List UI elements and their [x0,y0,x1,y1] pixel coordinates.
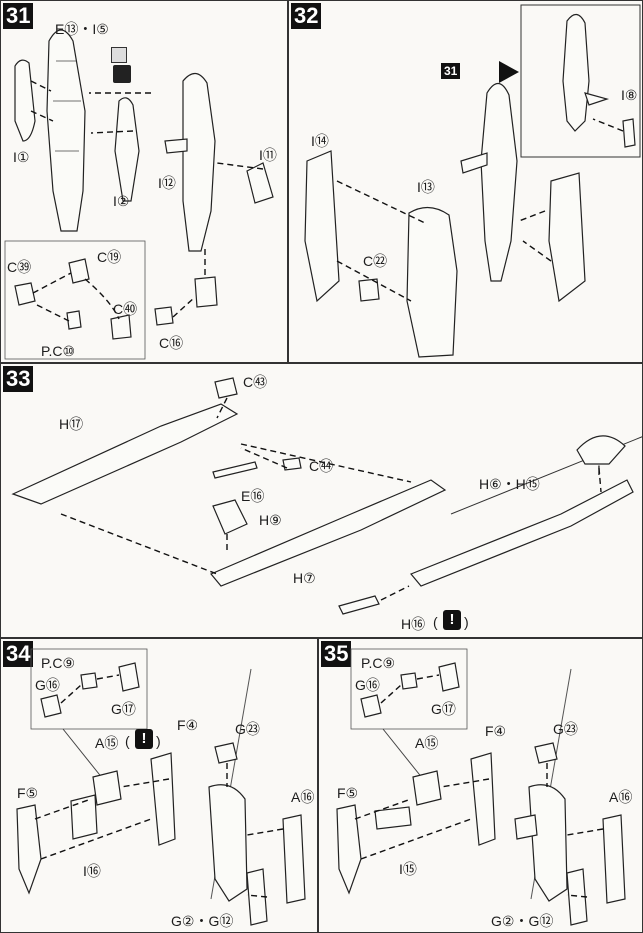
label-g16: G⑯ [35,677,60,693]
label-i1: I① [13,149,30,165]
label-c39: C㊴ [7,259,32,275]
step-number: 32 [291,3,322,29]
label-h17: H⑰ [59,416,84,432]
step-34-drawing [16,648,306,926]
label-h7: H⑦ [293,570,316,586]
step-32-drawing [304,4,641,358]
label-g23: G㉓ [553,721,578,737]
label-e16: E⑯ [241,488,265,504]
label-i8: I⑧ [621,87,638,103]
label-h16: H⑯ [401,616,426,632]
step-34-panel: 34 P.C⑨ G⑯ G⑰ A⑮ ( ! ) F④ G㉓ F⑤ [0,638,318,933]
label-h6-h15: H⑥・H⑮ [479,476,540,492]
paren-open-34: ( [125,733,130,749]
paren-close-34: ) [156,733,161,749]
step-number: 34 [3,641,34,667]
label-g16: G⑯ [355,677,380,693]
warning-icon: ! [135,729,153,749]
step-number: 33 [3,366,34,392]
label-g2-g12: G②・G⑫ [491,913,554,929]
step-32-panel: 32 31 I⑭ I⑬ C㉒ I⑧ [288,0,643,363]
label-a16: A⑯ [291,789,315,805]
arrow-right-icon [499,61,519,83]
label-c40: C㊵ [113,301,138,317]
step-33-drawing [11,377,642,615]
label-a16: A⑯ [609,789,633,805]
label-e13-i5: E⑬・I⑤ [55,21,109,37]
label-pc9: P.C⑨ [41,655,76,671]
label-f4: F④ [485,723,507,739]
label-pc10: P.C⑩ [41,343,76,359]
label-f5: F⑤ [337,785,359,801]
step-35-drawing [336,648,626,926]
label-i: I [597,462,601,478]
label-i14: I⑭ [311,133,329,149]
label-h9: H⑨ [259,512,282,528]
step-31-panel: 31 E⑬・I⑤ I① [0,0,288,363]
label-g17: G⑰ [431,701,456,717]
label-c43: C㊸ [243,374,268,390]
label-c22: C㉒ [363,253,388,269]
label-i15: I⑮ [399,861,417,877]
label-g23: G㉓ [235,721,260,737]
label-c44: C㊹ [309,458,334,474]
label-i16: I⑯ [83,863,101,879]
label-i13: I⑬ [417,179,435,195]
label-a15: A⑮ [415,735,439,751]
step-31-drawing [4,29,274,360]
paren-close: ) [464,614,469,630]
label-g2-g12: G②・G⑫ [171,913,234,929]
label-c16: C⑯ [159,335,184,351]
label-a15: A⑮ [95,735,119,751]
step-35-panel: 35 P.C⑨ G⑯ G⑰ A⑮ F④ G㉓ F⑤ A⑯ [318,638,643,933]
label-f5: F⑤ [17,785,39,801]
cutter-icon [111,47,127,63]
step-33-panel: 33 C㊸ H⑰ C㊹ E⑯ H⑨ H⑦ H⑥・H⑮ I H⑯ ( ! ) [0,363,643,638]
label-pc9: P.C⑨ [361,655,396,671]
label-c19: C⑲ [97,249,122,265]
paren-open: ( [433,614,438,630]
file-icon [113,65,131,83]
label-g17: G⑰ [111,701,136,717]
label-f4: F④ [177,717,199,733]
label-i11: I⑪ [259,147,277,163]
step-number: 35 [321,641,352,667]
label-i2: I② [113,193,130,209]
ref-step-31: 31 [441,63,461,79]
label-i12: I⑫ [158,175,176,191]
step-number: 31 [3,3,34,29]
warning-icon: ! [443,610,461,630]
